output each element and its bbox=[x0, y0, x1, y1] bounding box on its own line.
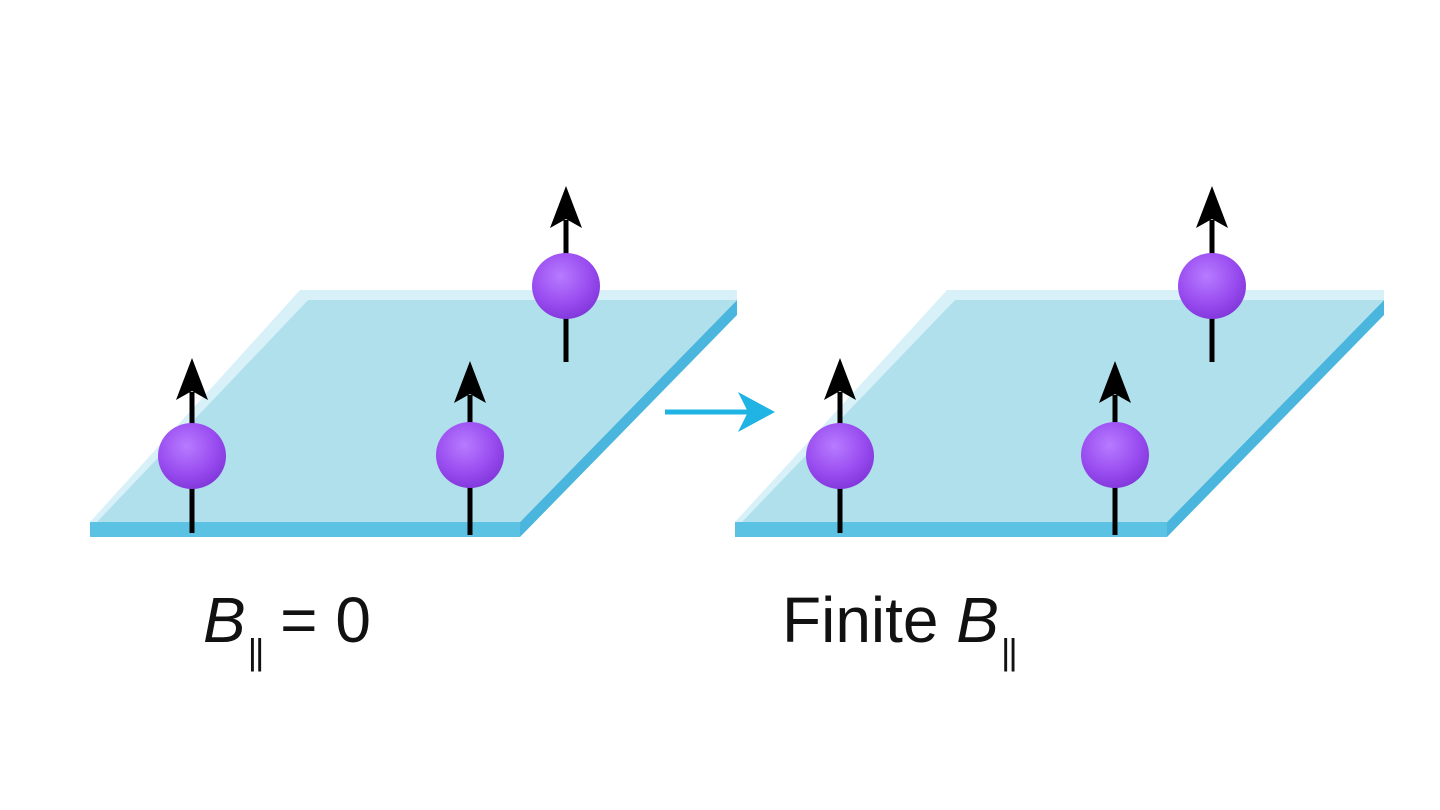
plane-right-top bbox=[735, 300, 1384, 522]
plane-right-front-edge bbox=[735, 522, 1167, 537]
arrow-up-icon bbox=[550, 186, 582, 228]
zero-field-label: B|| = 0 bbox=[203, 588, 371, 670]
field-symbol: B bbox=[956, 584, 999, 656]
plane-left-top bbox=[90, 300, 737, 522]
spin-ball bbox=[806, 423, 874, 489]
arrow-up-icon bbox=[454, 361, 486, 403]
spin-ball bbox=[158, 423, 226, 489]
plane-left-highlight bbox=[90, 290, 737, 522]
spin-back-right bbox=[532, 186, 600, 362]
spin-ball bbox=[532, 253, 600, 319]
equals-zero: = 0 bbox=[262, 584, 371, 656]
parallel-subscript: || bbox=[247, 631, 265, 672]
spin-ball bbox=[1178, 253, 1246, 319]
plane-right-highlight bbox=[735, 290, 1384, 522]
arrow-up-icon bbox=[824, 358, 856, 400]
spin-ball bbox=[436, 422, 504, 488]
spin-back-right bbox=[1178, 186, 1246, 362]
panel-zero-field bbox=[90, 186, 737, 537]
field-symbol: B bbox=[203, 584, 246, 656]
arrow-up-icon bbox=[1196, 186, 1228, 228]
spin-front-left bbox=[158, 358, 226, 533]
spin-ball bbox=[1081, 422, 1149, 488]
plane-left-front-edge bbox=[90, 522, 520, 537]
spin-front-right bbox=[1081, 361, 1149, 535]
plane-right bbox=[735, 290, 1384, 537]
spin-front-left bbox=[806, 358, 874, 533]
arrow-up-icon bbox=[1099, 361, 1131, 403]
spin-front-right bbox=[436, 361, 504, 535]
plane-left-side-edge bbox=[520, 300, 737, 537]
plane-right-side-edge bbox=[1167, 300, 1384, 537]
plane-left bbox=[90, 290, 737, 537]
transition-arrow-icon bbox=[665, 392, 775, 432]
finite-field-label: Finite B|| bbox=[782, 588, 1018, 670]
finite-prefix: Finite bbox=[782, 584, 957, 656]
parallel-subscript: || bbox=[1000, 631, 1018, 672]
panel-finite-field bbox=[735, 186, 1384, 537]
arrow-up-icon bbox=[176, 358, 208, 400]
